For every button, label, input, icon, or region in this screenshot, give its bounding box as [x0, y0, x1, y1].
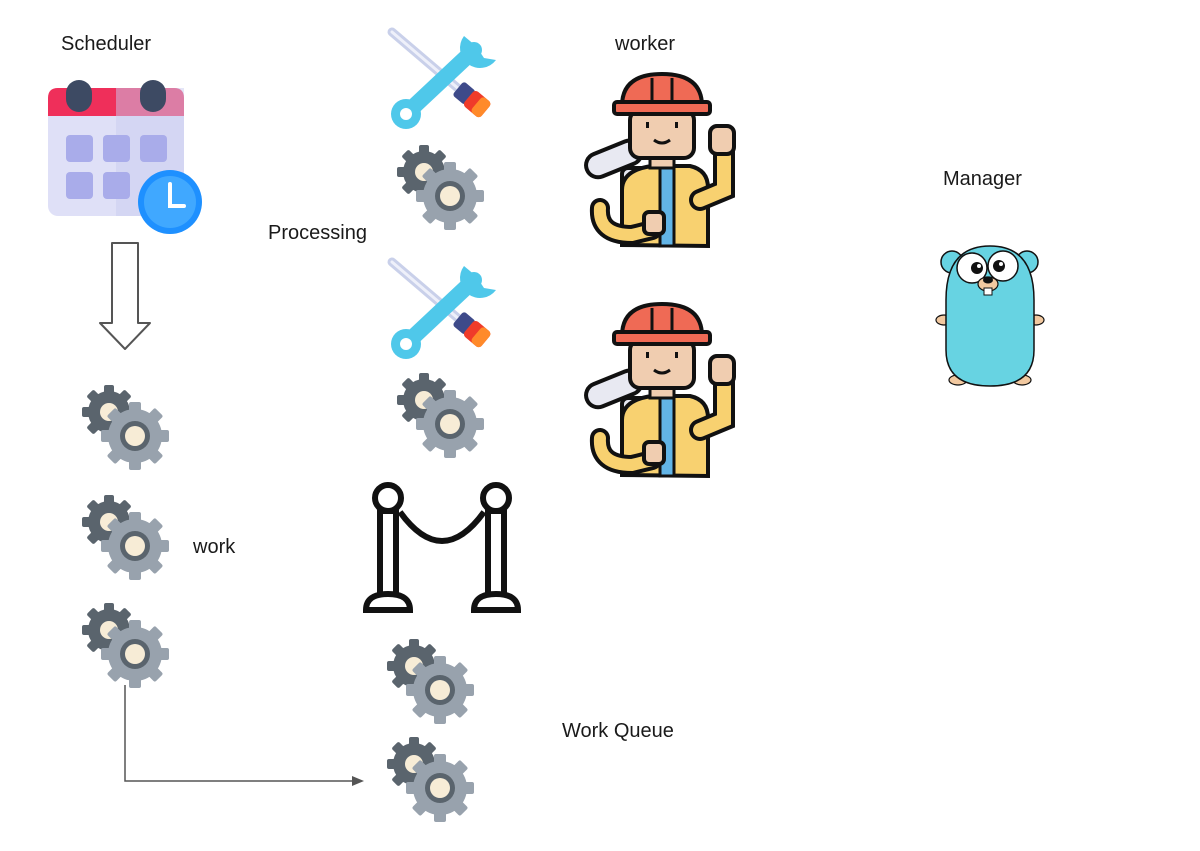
gopher-manager-icon: [935, 245, 1045, 387]
processing-tools-icon-1: [391, 32, 496, 129]
processing-tools-icon-2: [391, 262, 496, 359]
worker-icon-1: [582, 74, 734, 246]
work-gears-icon-2: [82, 495, 169, 580]
scheduler-label: Scheduler: [61, 33, 152, 55]
work-gears-icon-3: [82, 603, 169, 688]
queue-barrier-icon: [362, 482, 522, 613]
work-label: work: [193, 536, 236, 558]
queue-gears-icon-2: [387, 737, 474, 822]
processing-gears-icon-1: [397, 145, 484, 230]
manager-label: Manager: [943, 168, 1022, 190]
connector-arrow: [124, 685, 364, 786]
worker-icon-2: [582, 304, 734, 476]
work-queue-label: Work Queue: [562, 720, 674, 742]
work-gears-icon-1: [82, 385, 169, 470]
scheduler-calendar-icon: [48, 80, 202, 234]
queue-gears-icon-1: [387, 639, 474, 724]
processing-label: Processing: [268, 222, 367, 244]
arrow-down-icon: [99, 242, 151, 350]
processing-gears-icon-2: [397, 373, 484, 458]
worker-label: worker: [615, 33, 676, 55]
